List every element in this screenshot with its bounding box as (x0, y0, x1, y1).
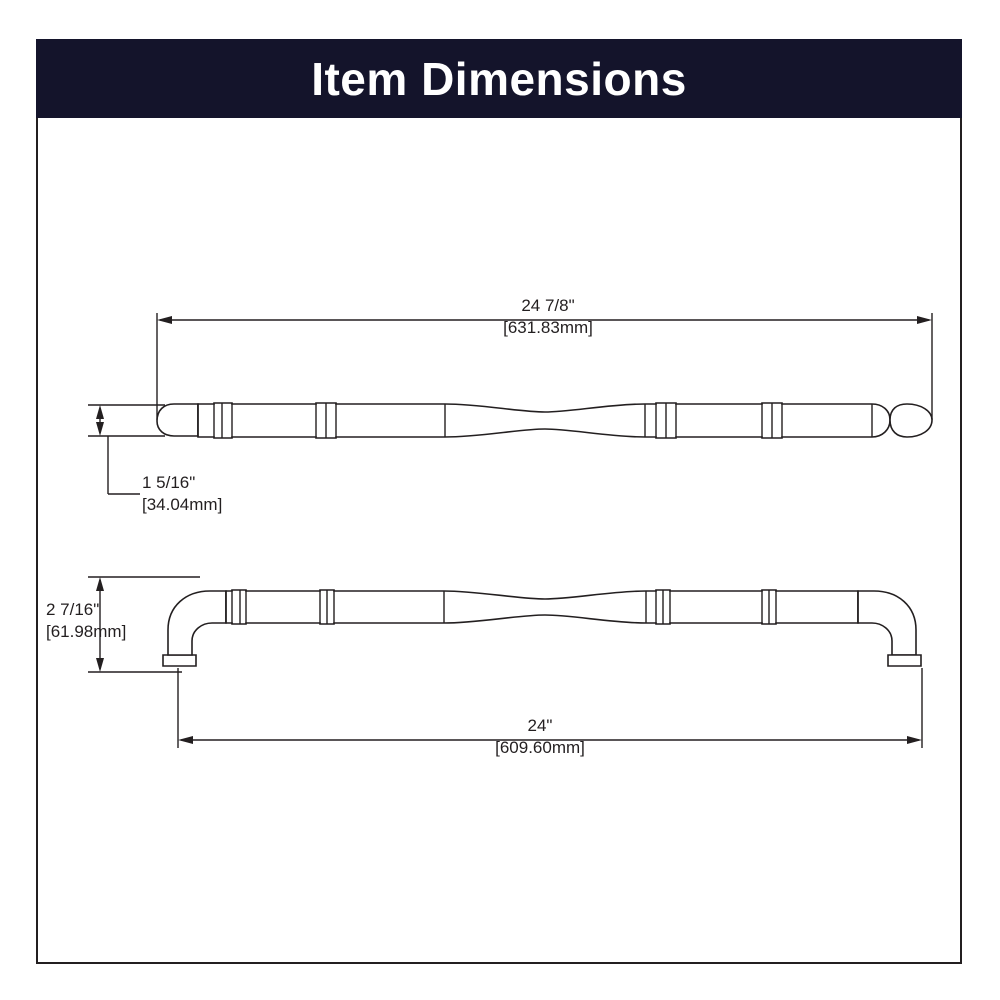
handle-right-end-cap (889, 403, 933, 438)
label-projection-depth: 2 7/16" [61.98mm] (46, 599, 161, 643)
label-overall-length-mm: [631.83mm] (503, 317, 593, 337)
arrow-down-depth (96, 658, 104, 672)
handle-shaft-front (197, 402, 891, 439)
arrow-up-depth (96, 577, 104, 591)
label-overall-length-inches: 24 7/8" (521, 296, 575, 315)
arrow-up-height (96, 405, 104, 419)
label-projection-depth-mm: [61.98mm] (46, 621, 127, 641)
handle-shaft-side (225, 589, 859, 625)
arrow-right-overall-length (917, 316, 932, 324)
right-post-elbow (857, 590, 917, 656)
label-projection-height-inches: 1 5/16" (142, 473, 196, 492)
label-overall-length: 24 7/8" [631.83mm] (488, 295, 608, 339)
left-post-elbow (167, 590, 227, 656)
label-projection-height-mm: [34.04mm] (142, 494, 223, 514)
label-center-to-center: 24" [609.60mm] (480, 715, 600, 759)
label-projection-height: 1 5/16" [34.04mm] (142, 472, 262, 516)
label-projection-depth-inches: 2 7/16" (46, 600, 100, 619)
page-frame (36, 39, 962, 964)
label-center-to-center-inches: 24" (527, 716, 553, 735)
page-title: Item Dimensions (311, 52, 687, 105)
handle-left-end-cap (156, 403, 199, 437)
arrow-down-height (96, 422, 104, 436)
arrow-left-ctc (178, 736, 193, 744)
arrow-right-ctc (907, 736, 922, 744)
title-bar: Item Dimensions (36, 39, 962, 118)
left-mounting-foot (162, 654, 197, 667)
arrow-left-overall-length (157, 316, 172, 324)
right-mounting-foot (887, 654, 922, 667)
label-center-to-center-mm: [609.60mm] (495, 737, 585, 757)
